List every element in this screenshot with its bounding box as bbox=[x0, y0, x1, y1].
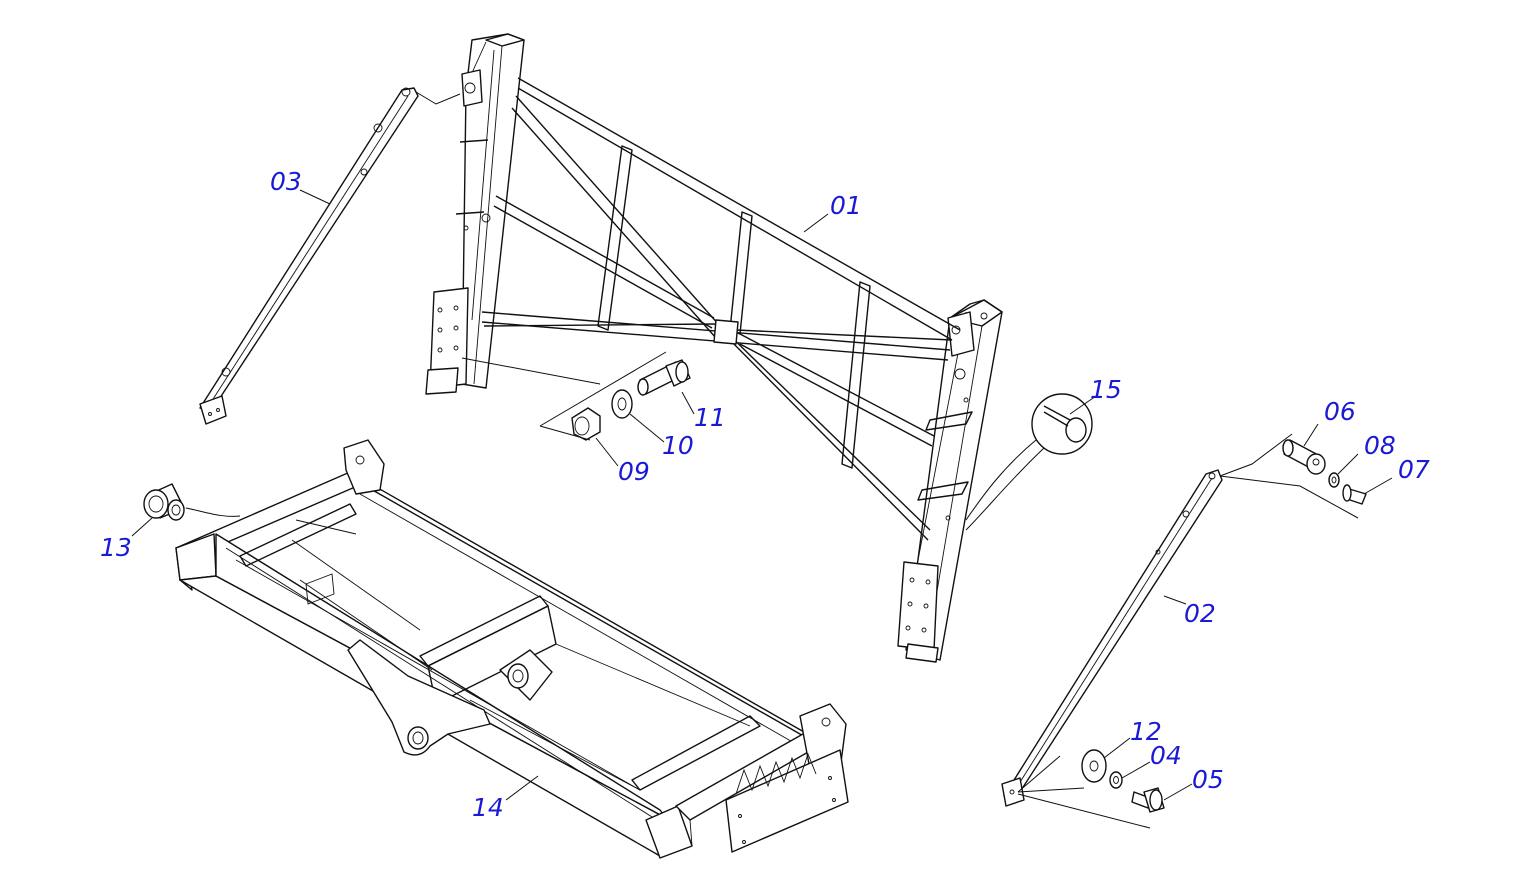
callout-03: 03 bbox=[270, 167, 302, 196]
fastener-set-09-10-11 bbox=[461, 351, 691, 441]
part-13-bushing bbox=[143, 483, 241, 521]
callout-13: 13 bbox=[100, 533, 132, 562]
part-03-strut bbox=[199, 87, 461, 425]
part-14-base-frame bbox=[175, 439, 849, 859]
fastener-set-06-07-08 bbox=[1219, 433, 1367, 519]
callout-labels: 01 02 03 04 05 06 07 08 09 10 11 12 13 1… bbox=[100, 167, 1430, 822]
fastener-set-04-05-12 bbox=[1017, 749, 1165, 829]
callout-12: 12 bbox=[1130, 717, 1162, 746]
callout-01: 01 bbox=[830, 191, 862, 220]
callout-leaders bbox=[131, 189, 1393, 801]
callout-05: 05 bbox=[1192, 765, 1224, 794]
callout-06: 06 bbox=[1324, 397, 1356, 426]
part-02-strut bbox=[1001, 469, 1223, 807]
part-01-truss-frame bbox=[425, 33, 1003, 663]
callout-04: 04 bbox=[1150, 741, 1182, 770]
callout-08: 08 bbox=[1364, 431, 1396, 460]
callout-15: 15 bbox=[1090, 375, 1122, 404]
callout-10: 10 bbox=[662, 431, 694, 460]
callout-07: 07 bbox=[1398, 455, 1430, 484]
part-15-detail-view bbox=[965, 393, 1093, 531]
callout-11: 11 bbox=[694, 403, 726, 432]
callout-02: 02 bbox=[1184, 599, 1216, 628]
callout-14: 14 bbox=[472, 793, 504, 822]
callout-09: 09 bbox=[618, 457, 650, 486]
